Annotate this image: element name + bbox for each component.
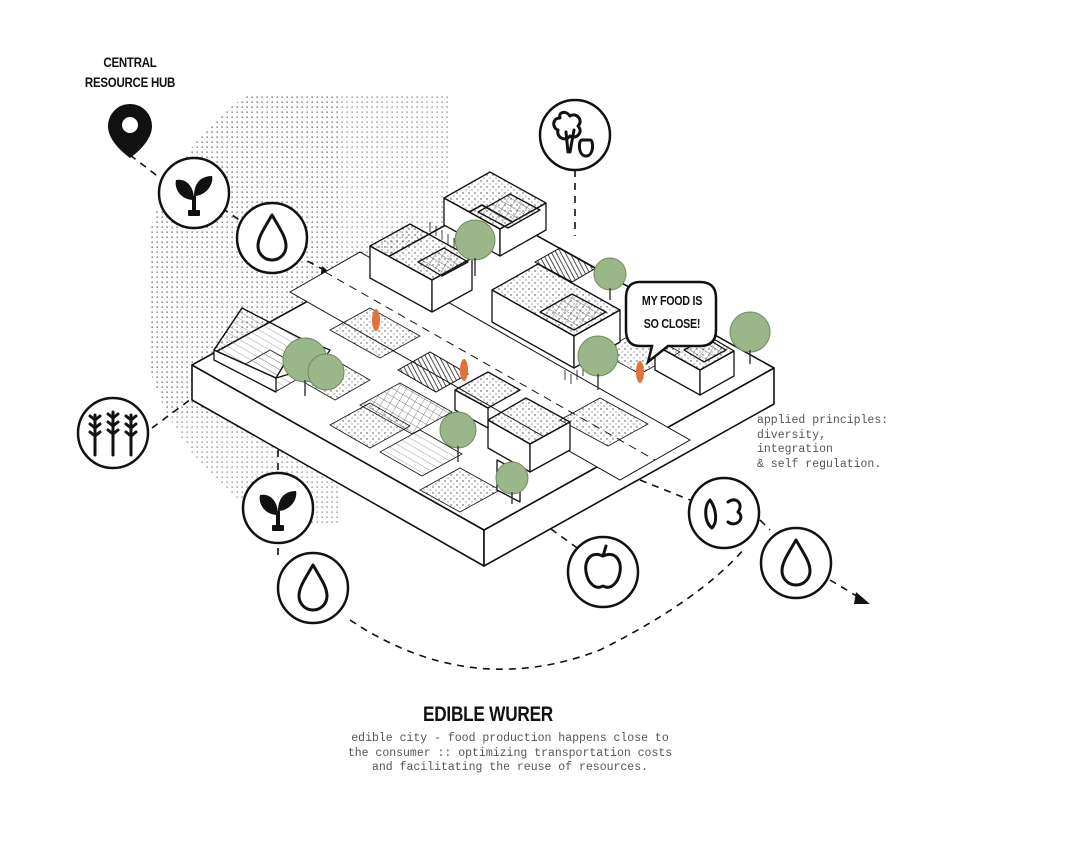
principles-line1: applied principles: [757, 414, 889, 427]
map-pin-icon [108, 104, 152, 158]
plant-plug-glyphs [175, 176, 297, 531]
water-drop-icon [235, 201, 309, 275]
principles-line3: integration [757, 443, 833, 456]
speech-bubble-line2: SO CLOSE! [643, 316, 701, 331]
principles-line4: & self regulation. [757, 457, 882, 471]
compost-icon [687, 476, 761, 550]
icon-glyphs [88, 110, 812, 612]
speech-bubble [624, 280, 718, 366]
people [372, 309, 644, 383]
tree-trunks [304, 258, 751, 504]
water-drop-icon [759, 526, 833, 600]
page-title: EDIBLE WURER [422, 703, 554, 726]
plant-plug-icon [157, 156, 231, 230]
apple-icon [566, 535, 640, 609]
hub-label-line2: RESOURCE HUB [84, 74, 176, 90]
principles-line2: diversity, [757, 428, 827, 442]
crosswalks [396, 247, 598, 393]
vegetables-icon [538, 98, 612, 172]
speech-bubble-line1: MY FOOD IS [641, 293, 703, 308]
caption-line2: the consumer :: optimizing transportatio… [347, 746, 673, 760]
water-drop-icon [276, 551, 350, 625]
plant-plug-icon [241, 471, 315, 545]
caption-line3: and facilitating the reuse of resources. [371, 761, 649, 774]
hub-label-line1: CENTRAL [103, 54, 157, 70]
caption-line1: edible city - food production happens cl… [351, 732, 669, 745]
